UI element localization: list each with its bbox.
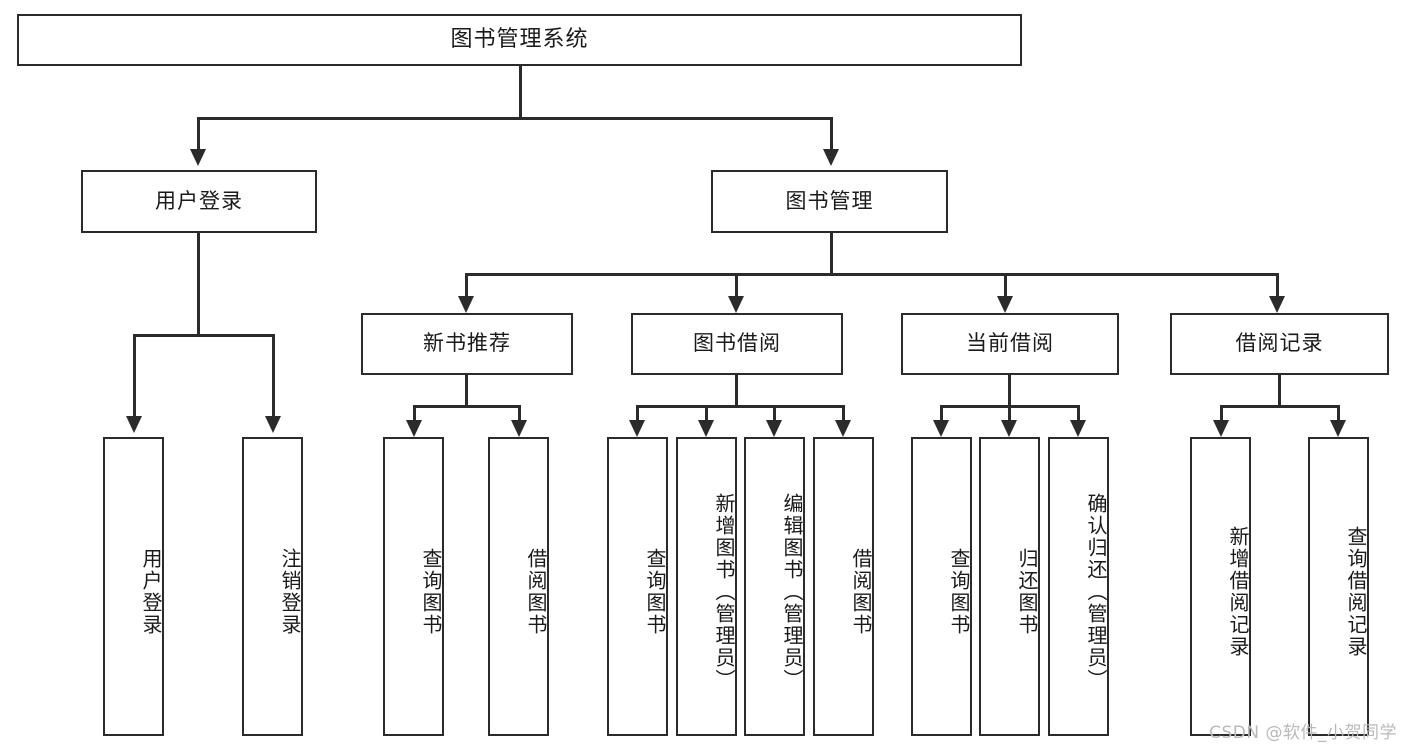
- edge-book-borrow-to-leaf2: [705, 405, 708, 423]
- arrow-book-borrow-to-leaf2: [698, 420, 714, 437]
- node-label: 归还图书: [1015, 547, 1039, 636]
- arrow-borrow-record-to-leaf1: [1213, 420, 1229, 437]
- edge-root-trunk: [519, 66, 522, 119]
- node-root-book-management-system[interactable]: 图书管理系统: [17, 14, 1022, 66]
- node-label: 图书管理系统: [450, 26, 589, 52]
- leaf-borrow-edit-book-admin[interactable]: 编辑图书（管理员）: [744, 437, 805, 736]
- node-borrowing-record[interactable]: 借阅记录: [1170, 313, 1389, 375]
- edge-user-login-bar: [133, 334, 275, 337]
- arrow-book-manage-to-borrow-record: [1269, 296, 1285, 313]
- edge-current-borrow-trunk: [1008, 375, 1011, 407]
- leaf-user-logout[interactable]: 注销登录: [242, 437, 303, 736]
- leaf-recommend-query-book[interactable]: 查询图书: [383, 437, 444, 736]
- edge-borrow-record-to-leaf2: [1337, 405, 1340, 423]
- node-new-book-recommendation[interactable]: 新书推荐: [361, 313, 573, 375]
- node-current-borrowing[interactable]: 当前借阅: [901, 313, 1119, 375]
- edge-borrow-record-bar: [1220, 405, 1340, 408]
- edge-book-manage-trunk: [830, 233, 833, 275]
- node-label: 编辑图书（管理员）: [780, 492, 804, 691]
- arrow-user-login-to-leaf2: [265, 416, 281, 433]
- edge-current-borrow-to-leaf2: [1008, 405, 1011, 423]
- arrow-book-borrow-to-leaf4: [835, 420, 851, 437]
- edge-book-manage-to-borrow-record: [1276, 273, 1279, 298]
- leaf-recommend-borrow-book[interactable]: 借阅图书: [488, 437, 549, 736]
- edge-book-borrow-to-leaf3: [773, 405, 776, 423]
- node-label: 查询借阅记录: [1344, 525, 1368, 658]
- arrow-book-borrow-to-leaf3: [766, 420, 782, 437]
- edge-user-login-to-leaf2: [272, 334, 275, 418]
- edge-root-to-book-manage: [830, 117, 833, 151]
- node-label: 借阅图书: [524, 547, 548, 636]
- node-label: 用户登录: [139, 547, 163, 636]
- node-label: 借阅图书: [849, 547, 873, 636]
- edge-borrow-record-to-leaf1: [1220, 405, 1223, 423]
- arrow-current-borrow-to-leaf3: [1070, 420, 1086, 437]
- leaf-record-query-borrow-record[interactable]: 查询借阅记录: [1308, 437, 1369, 736]
- edge-borrow-record-trunk: [1278, 375, 1281, 407]
- edge-root-to-user-login: [197, 117, 200, 151]
- node-label: 图书管理: [785, 188, 874, 213]
- node-label: 确认归还（管理员）: [1084, 492, 1108, 691]
- arrow-book-manage-to-new-book: [458, 296, 474, 313]
- edge-book-borrow-to-leaf1: [636, 405, 639, 423]
- node-label: 当前借阅: [966, 331, 1054, 356]
- edge-user-login-trunk: [197, 233, 200, 336]
- leaf-current-query-book[interactable]: 查询图书: [911, 437, 972, 736]
- edge-new-book-to-leaf2: [518, 405, 521, 423]
- node-book-management[interactable]: 图书管理: [711, 170, 948, 233]
- arrow-root-to-user-login: [190, 149, 206, 166]
- arrow-book-manage-to-book-borrow: [728, 296, 744, 313]
- arrow-current-borrow-to-leaf1: [933, 420, 949, 437]
- leaf-user-login[interactable]: 用户登录: [103, 437, 164, 736]
- leaf-borrow-lend-book[interactable]: 借阅图书: [813, 437, 874, 736]
- edge-new-book-bar: [413, 405, 521, 408]
- edge-book-borrow-bar: [636, 405, 844, 408]
- node-label: 注销登录: [278, 547, 302, 636]
- node-user-login[interactable]: 用户登录: [81, 170, 317, 233]
- edge-book-manage-to-new-book: [465, 273, 468, 298]
- arrow-root-to-book-manage: [823, 149, 839, 166]
- edge-new-book-trunk: [465, 375, 468, 407]
- node-label: 图书借阅: [693, 331, 781, 356]
- leaf-current-confirm-return-admin[interactable]: 确认归还（管理员）: [1048, 437, 1109, 736]
- node-book-borrowing[interactable]: 图书借阅: [631, 313, 843, 375]
- edge-current-borrow-to-leaf1: [940, 405, 943, 423]
- arrow-new-book-to-leaf2: [511, 420, 527, 437]
- edge-book-manage-to-book-borrow: [735, 273, 738, 298]
- leaf-record-add-borrow-record[interactable]: 新增借阅记录: [1190, 437, 1251, 736]
- leaf-borrow-query-book[interactable]: 查询图书: [607, 437, 668, 736]
- node-label: 查询图书: [947, 547, 971, 636]
- arrow-book-manage-to-current-borrow: [997, 296, 1013, 313]
- node-label: 新增图书（管理员）: [712, 492, 736, 691]
- node-label: 借阅记录: [1235, 331, 1324, 356]
- node-label: 用户登录: [155, 188, 243, 213]
- edge-new-book-to-leaf1: [413, 405, 416, 423]
- node-label: 新书推荐: [423, 331, 511, 356]
- arrow-user-login-to-leaf1: [126, 416, 142, 433]
- edge-book-borrow-to-leaf4: [842, 405, 845, 423]
- edge-current-borrow-to-leaf3: [1077, 405, 1080, 423]
- edge-root-bar: [197, 117, 833, 120]
- arrow-new-book-to-leaf1: [406, 420, 422, 437]
- arrow-current-borrow-to-leaf2: [1001, 420, 1017, 437]
- leaf-current-return-book[interactable]: 归还图书: [979, 437, 1040, 736]
- leaf-borrow-add-book-admin[interactable]: 新增图书（管理员）: [676, 437, 737, 736]
- edge-book-borrow-trunk: [735, 375, 738, 407]
- arrow-book-borrow-to-leaf1: [629, 420, 645, 437]
- node-label: 查询图书: [419, 547, 443, 636]
- arrow-borrow-record-to-leaf2: [1330, 420, 1346, 437]
- edge-user-login-to-leaf1: [133, 334, 136, 418]
- edge-book-manage-to-current-borrow: [1004, 273, 1007, 298]
- edge-book-manage-bar: [465, 273, 1279, 276]
- node-label: 查询图书: [643, 547, 667, 636]
- node-label: 新增借阅记录: [1226, 525, 1250, 658]
- watermark-text: CSDN @软件_小贺同学: [1209, 723, 1397, 743]
